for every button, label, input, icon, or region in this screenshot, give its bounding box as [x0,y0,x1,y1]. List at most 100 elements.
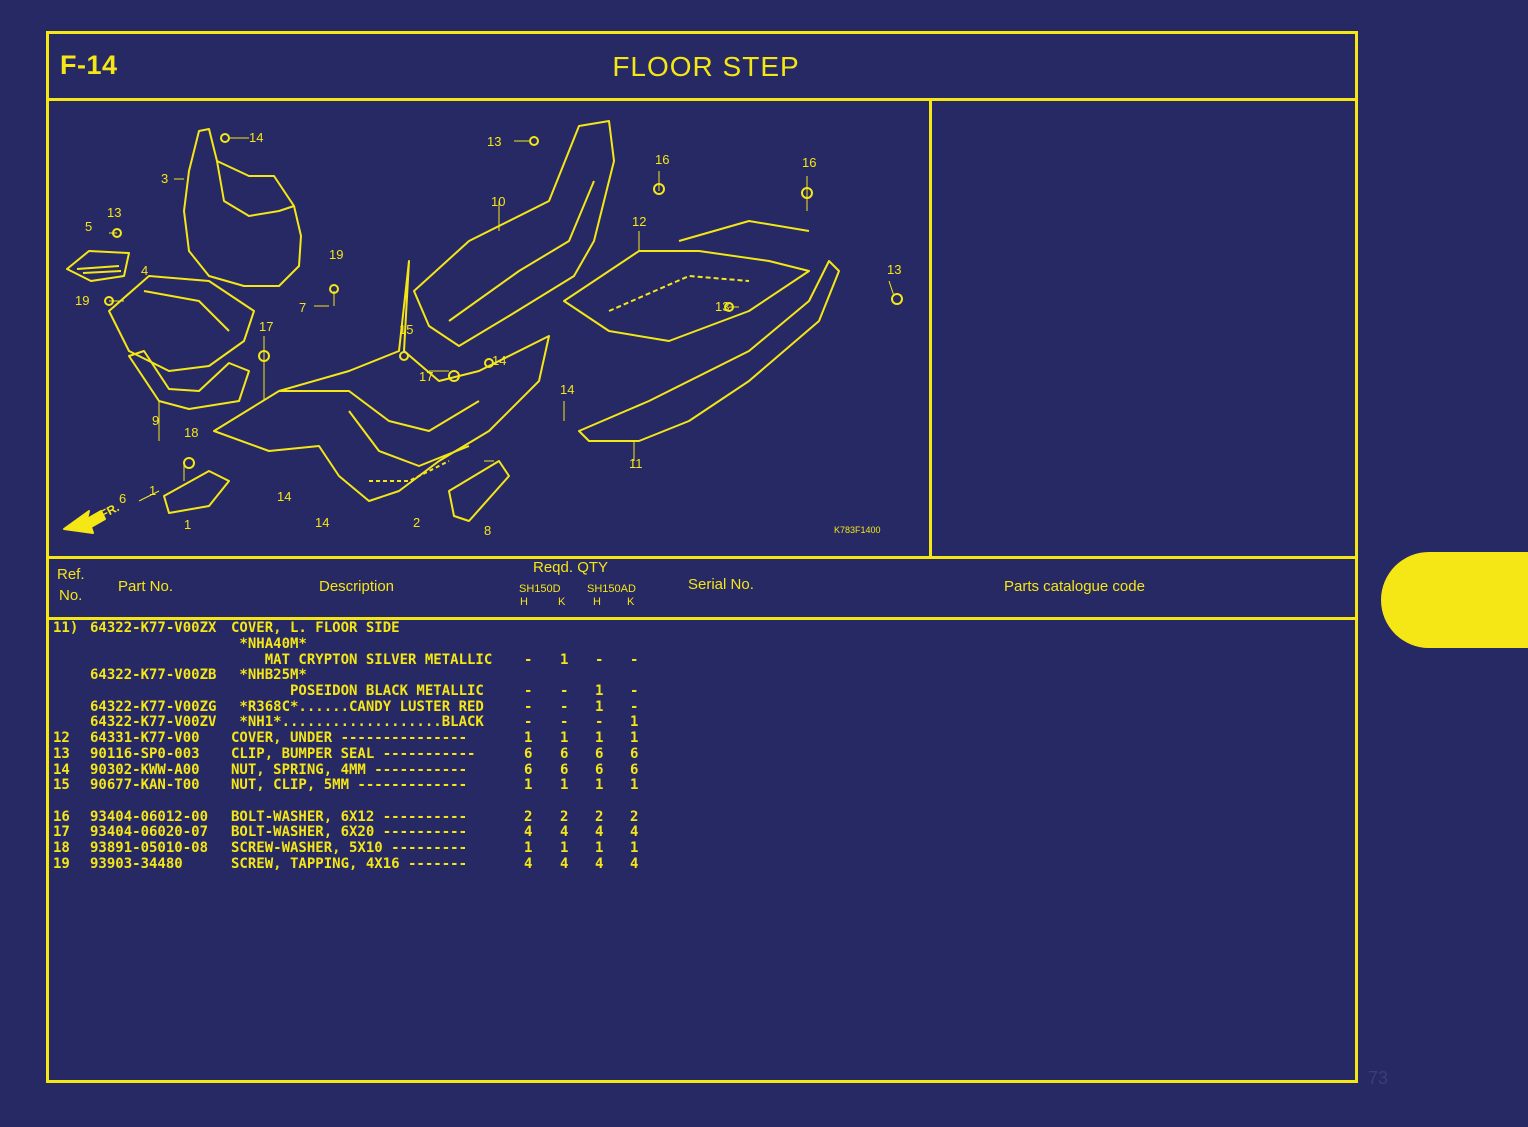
part-2-shape [213,260,550,502]
description: *R368C*......CANDY LUSTER RED [231,699,484,715]
qty-sh150ad-k: 4 [630,824,639,840]
callout-4: 4 [141,263,148,278]
qty-sh150ad-h: 1 [595,840,604,856]
col-h-1: H [520,596,528,608]
callout-13d: 13 [887,262,901,277]
col-description: Description [319,578,395,595]
catalogue-frame: F-14 FLOOR STEP [46,31,1358,1083]
col-model-1: SH150D [519,583,561,595]
ref-no: 12 [53,730,70,746]
part-number: 90302-KWW-A00 [90,762,200,778]
qty-sh150d-k: 1 [560,730,569,746]
qty-sh150ad-k: 6 [630,746,639,762]
qty-sh150ad-h: 1 [595,699,604,715]
description: *NH1*...................BLACK [231,714,484,730]
description: SCREW-WASHER, 5X10 --------- [231,840,468,856]
side-tab[interactable] [1381,552,1528,648]
col-part-no: Part No. [118,578,174,595]
col-h-2: H [593,596,601,608]
part-number: 64322-K77-V00ZX [90,620,217,636]
qty-sh150ad-h: 2 [595,809,604,825]
callout-17: 17 [259,319,273,334]
ref-no: 17 [53,824,70,840]
callout-13b: 13 [487,134,501,149]
qty-sh150d-k: 1 [560,777,569,793]
callout-9: 9 [152,413,159,428]
callout-15: 15 [399,322,413,337]
ref-no: 11) [53,620,79,636]
qty-sh150d-k: 6 [560,762,569,778]
qty-sh150d-k: 6 [560,746,569,762]
qty-sh150ad-k: 1 [630,777,639,793]
qty-sh150ad-h: 6 [595,762,604,778]
ref-no: 14 [53,762,70,778]
callout-3: 3 [161,171,168,186]
part-number: 93404-06012-00 [90,809,209,825]
part-number: 90116-SP0-003 [90,746,200,762]
qty-sh150d-k: - [560,683,569,699]
qty-sh150ad-k: 1 [630,840,639,856]
table-column-header: Ref. No. Part No. Description Reqd. QTY … [49,556,1355,620]
description: BOLT-WASHER, 6X12 ---------- [231,809,468,825]
callout-14e: 14 [560,382,574,397]
section-code: F-14 [60,50,118,80]
part-number: 90677-KAN-T00 [90,777,200,793]
part-number: 93903-34480 [90,856,183,872]
qty-sh150d-k: 4 [560,856,569,872]
qty-sh150d-k: - [560,699,569,715]
callout-1b: 1 [184,517,191,532]
callout-14: 14 [249,130,263,145]
qty-sh150ad-h: 6 [595,746,604,762]
ref-no: 16 [53,809,70,825]
col-serial-no: Serial No. [688,576,754,593]
qty-sh150d-h: 1 [524,730,533,746]
callout-10: 10 [491,194,505,209]
qty-sh150ad-k: 1 [630,714,639,730]
callout-17b: 17 [419,369,433,384]
col-ref: Ref. [57,566,85,583]
part-number: 64322-K77-V00ZV [90,714,217,730]
qty-sh150d-h: 1 [524,840,533,856]
qty-sh150ad-k: - [630,652,639,668]
qty-sh150ad-k: 4 [630,856,639,872]
ref-no: 19 [53,856,70,872]
callout-1: 1 [149,483,156,498]
qty-sh150ad-h: 1 [595,730,604,746]
qty-sh150d-h: 6 [524,746,533,762]
part-number: 64322-K77-V00ZG [90,699,217,715]
qty-sh150ad-h: 4 [595,856,604,872]
callout-18: 18 [184,425,198,440]
qty-sh150ad-k: 2 [630,809,639,825]
part-12-shape [563,250,810,342]
qty-sh150d-h: 6 [524,762,533,778]
ref-no: 15 [53,777,70,793]
callout-6: 6 [119,491,126,506]
qty-sh150d-h: 1 [524,777,533,793]
part-6-shape [163,470,230,514]
callout-14c: 14 [315,515,329,530]
callout-16: 16 [655,152,669,167]
qty-sh150d-h: - [524,652,533,668]
qty-sh150d-h: 2 [524,809,533,825]
page-header: F-14 FLOOR STEP [49,34,1355,101]
callout-11: 11 [629,456,643,471]
qty-sh150d-h: 4 [524,856,533,872]
description: POSEIDON BLACK METALLIC [231,683,484,699]
qty-sh150ad-h: 1 [595,777,604,793]
part-number: 64322-K77-V00ZB [90,667,217,683]
page-title: FLOOR STEP [612,51,800,82]
description: MAT CRYPTON SILVER METALLIC [231,652,493,668]
qty-sh150ad-h: 4 [595,824,604,840]
callout-13: 13 [107,205,121,220]
description: COVER, L. FLOOR SIDE [231,620,400,636]
qty-sh150ad-k: - [630,683,639,699]
part-11-shape [578,260,840,442]
qty-sh150ad-k: 6 [630,762,639,778]
callout-19: 19 [75,293,89,308]
col-reqd-qty: Reqd. QTY [533,559,609,576]
col-ref-no: No. [59,587,83,604]
qty-sh150d-h: - [524,683,533,699]
col-catalogue-code: Parts catalogue code [1004,578,1145,595]
description: BOLT-WASHER, 6X20 ---------- [231,824,468,840]
qty-sh150ad-k: 1 [630,730,639,746]
